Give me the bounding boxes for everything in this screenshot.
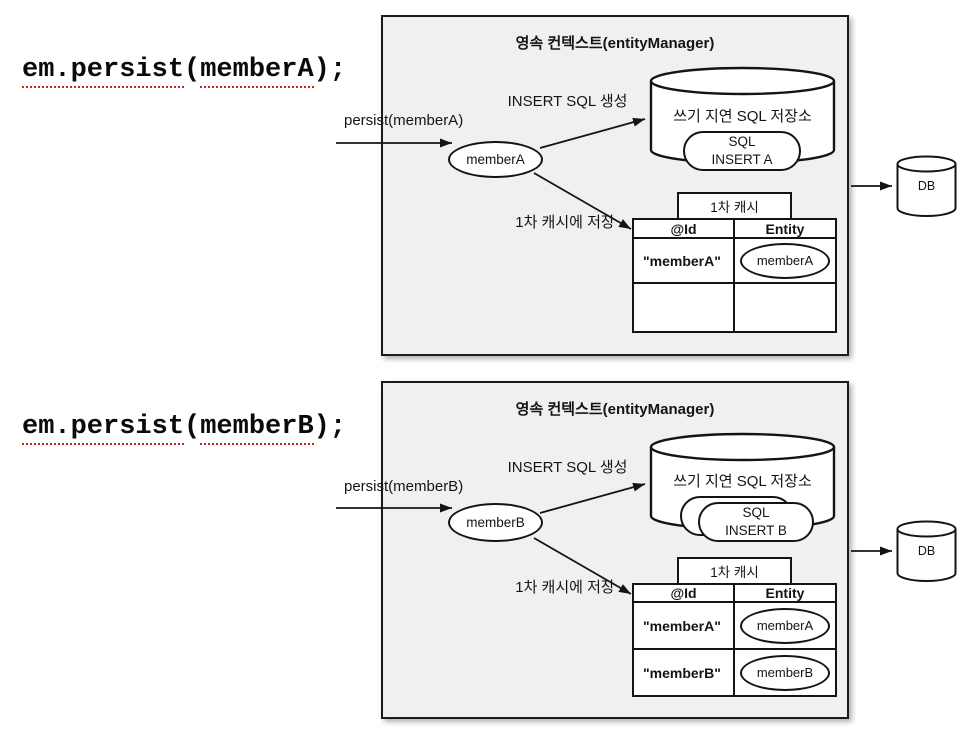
cache-cell-entity: memberA xyxy=(735,239,835,284)
cache-col-entity: Entity xyxy=(735,220,835,239)
panel-title-a: 영속 컨텍스트(entityManager) xyxy=(515,35,715,52)
code-close: ); xyxy=(313,412,347,442)
cache-save-arrow-label-a: 1차 캐시에 저장 xyxy=(515,214,615,231)
code-open-paren: ( xyxy=(184,55,201,85)
sql-store-label-b: 쓰기 지연 SQL 저장소 xyxy=(673,473,812,490)
db-label-b: DB xyxy=(917,544,936,558)
sql-store-label-a: 쓰기 지연 SQL 저장소 xyxy=(673,108,812,125)
cache-header-row: @Id Entity xyxy=(634,585,835,603)
cache-cell-id: "memberA" xyxy=(634,603,735,650)
code-method: em.persist xyxy=(22,55,185,88)
code-argument: memberA xyxy=(200,55,314,88)
cache-cell-entity: memberA xyxy=(735,603,835,650)
sql-item-line1: SQL xyxy=(728,134,756,150)
code-close: ); xyxy=(313,55,347,85)
insert-sql-arrow-label-a: INSERT SQL 생성 xyxy=(507,93,628,110)
cache-cell-entity-empty xyxy=(735,284,835,331)
panel-title-b: 영속 컨텍스트(entityManager) xyxy=(515,401,715,418)
cache-col-id: @Id xyxy=(634,585,735,603)
member-entity-oval-a: memberA xyxy=(448,141,543,178)
code-line-a: em.persist(memberA); xyxy=(22,55,347,88)
cache-col-entity: Entity xyxy=(735,585,835,603)
cached-entity-oval: memberA xyxy=(740,242,830,279)
cache-cell-id: "memberA" xyxy=(634,239,735,284)
persist-call-label-a: persist(memberA) xyxy=(344,112,464,129)
cache-save-arrow-label-b: 1차 캐시에 저장 xyxy=(515,579,615,596)
cache-row-empty xyxy=(634,284,835,331)
code-line-b: em.persist(memberB); xyxy=(22,412,347,445)
cached-entity-oval: memberB xyxy=(740,654,830,691)
member-entity-oval-b: memberB xyxy=(448,503,543,542)
code-method: em.persist xyxy=(22,412,185,445)
cache-cell-id: "memberB" xyxy=(634,650,735,695)
persist-call-label-b: persist(memberB) xyxy=(344,478,464,495)
cache-cell-id-empty xyxy=(634,284,735,331)
sql-item-line1: SQL xyxy=(742,505,770,521)
db-cylinder-icon-b: DB xyxy=(896,520,957,583)
cache-cell-entity: memberB xyxy=(735,650,835,695)
sql-item-line2: INSERT A xyxy=(711,152,773,167)
sql-insert-item-a: SQL INSERT A xyxy=(683,131,801,171)
insert-sql-arrow-label-b: INSERT SQL 생성 xyxy=(507,459,628,476)
cached-entity-oval: memberA xyxy=(740,607,830,644)
first-level-cache-table-b: @Id Entity "memberA" memberA "memberB" m… xyxy=(632,583,837,697)
first-level-cache-table-a: @Id Entity "memberA" memberA xyxy=(632,218,837,333)
first-level-cache-tab-b: 1차 캐시 xyxy=(677,557,792,585)
cache-header-row: @Id Entity xyxy=(634,220,835,239)
db-cylinder-icon-a: DB xyxy=(896,155,957,218)
sql-item-line2: INSERT B xyxy=(725,523,787,538)
cache-row-member-b: "memberB" memberB xyxy=(634,650,835,695)
cache-col-id: @Id xyxy=(634,220,735,239)
cache-row-member-a: "memberA" memberA xyxy=(634,239,835,284)
first-level-cache-tab-a: 1차 캐시 xyxy=(677,192,792,220)
sql-insert-item-b: SQL INSERT B xyxy=(698,502,814,542)
code-open-paren: ( xyxy=(184,412,201,442)
code-argument: memberB xyxy=(200,412,314,445)
db-label-a: DB xyxy=(917,179,936,193)
cache-row-member-a: "memberA" memberA xyxy=(634,603,835,650)
